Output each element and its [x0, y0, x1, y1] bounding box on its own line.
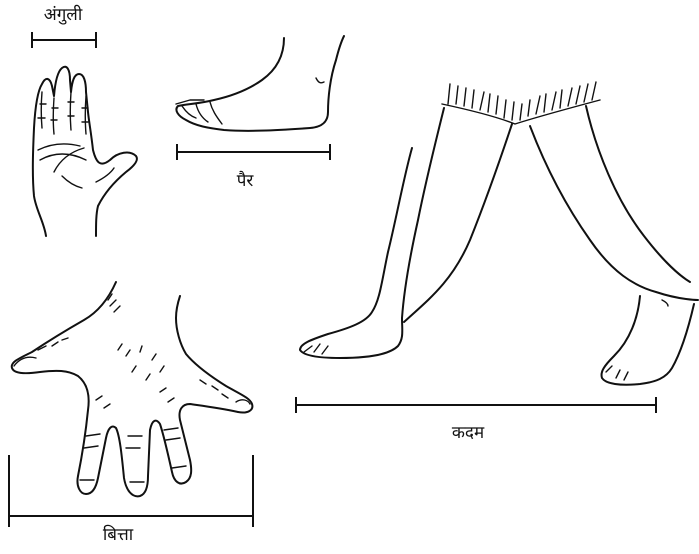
- foot-length-label: पैर: [237, 170, 255, 191]
- finger-width-group: अंगुली: [32, 4, 96, 47]
- stride-label: कदम: [452, 423, 485, 443]
- hand-span-label: बित्ता: [103, 524, 134, 545]
- foot-drawing: [176, 36, 344, 131]
- foot-length-measure-line: [177, 145, 330, 159]
- hand-span-measure-line: [9, 456, 253, 526]
- raised-palm-drawing: [33, 67, 137, 236]
- stride-measure-line: [296, 398, 656, 412]
- spread-hand-drawing: [12, 282, 253, 496]
- finger-width-measure-line: [32, 33, 96, 47]
- walking-legs-drawing: [300, 82, 698, 385]
- finger-width-label: अंगुली: [44, 4, 83, 25]
